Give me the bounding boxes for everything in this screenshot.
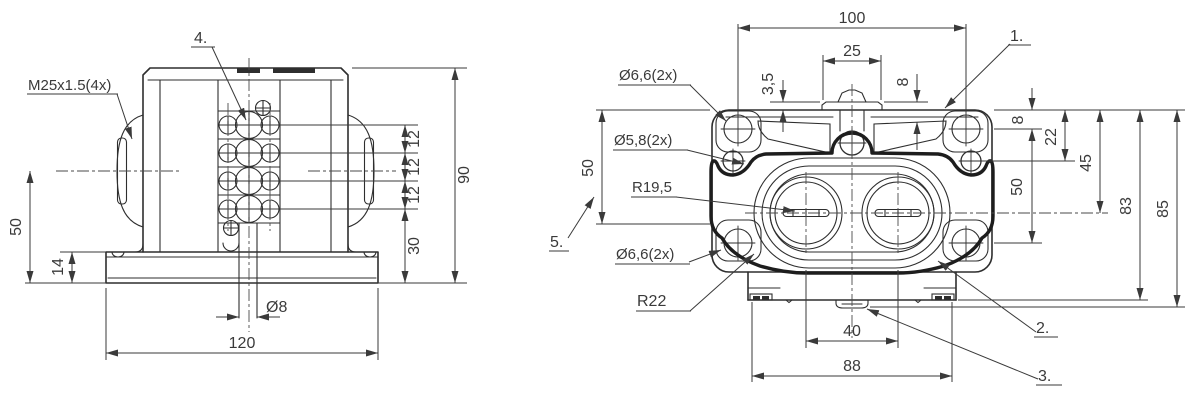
dim-pitch-12: 12 xyxy=(406,186,423,204)
dim-height-85: 85 xyxy=(1155,200,1172,218)
side-view: 100 25 3,5 8 8 22 45 50 83 85 50 40 88 Ø… xyxy=(549,10,1185,386)
front-centerlines xyxy=(56,58,396,332)
dim-feet-88: 88 xyxy=(843,358,861,375)
side-dimensions xyxy=(549,24,1185,386)
callout-item5: 5. xyxy=(550,234,563,251)
dim-depth-50: 50 xyxy=(580,159,597,177)
dim-bottom-30: 30 xyxy=(406,237,423,255)
callout-item3: 3. xyxy=(1038,368,1051,385)
dim-pitch-12: 12 xyxy=(406,130,423,148)
dim-width-120: 120 xyxy=(229,335,256,352)
callout-hole-66-bottom: Ø6,6(2x) xyxy=(616,246,674,263)
dim-step-8: 8 xyxy=(895,77,912,86)
bottom-tab xyxy=(835,299,869,309)
dim-base-14: 14 xyxy=(50,258,67,276)
pocket-left xyxy=(757,120,831,154)
dim-pitch-12: 12 xyxy=(406,158,423,176)
callout-hole-58: Ø5,8(2x) xyxy=(614,132,672,149)
front-dimensions xyxy=(25,46,467,360)
side-centerlines xyxy=(745,84,1108,338)
dim-width-100: 100 xyxy=(839,10,866,27)
front-view: M25x1.5(4x) 4. 50 14 120 Ø8 12 12 12 30 … xyxy=(8,30,473,360)
dim-center-45: 45 xyxy=(1078,154,1095,172)
pocket-right xyxy=(873,120,947,154)
callout-item2: 2. xyxy=(1036,320,1049,337)
front-body-outline xyxy=(105,67,379,284)
dim-tab-25: 25 xyxy=(843,43,861,60)
callout-r19-5: R19,5 xyxy=(632,179,672,196)
dim-edge-8: 8 xyxy=(1010,115,1027,124)
dim-height-50: 50 xyxy=(8,218,25,236)
dim-hole-d8: Ø8 xyxy=(266,299,287,316)
dim-centers-40: 40 xyxy=(843,323,861,340)
dim-height-83: 83 xyxy=(1118,197,1135,215)
dim-screw-22: 22 xyxy=(1043,128,1060,146)
callout-item4: 4. xyxy=(194,30,207,47)
callout-item1: 1. xyxy=(1010,28,1023,45)
dim-tab-height-3-5: 3,5 xyxy=(760,73,777,95)
top-seam-bar xyxy=(273,68,315,73)
side-housing-outline xyxy=(711,89,993,273)
dim-holes-50: 50 xyxy=(1009,178,1026,196)
callout-hole-66-top: Ø6,6(2x) xyxy=(619,67,677,84)
top-seam-bar xyxy=(237,68,260,73)
callout-thread: M25x1.5(4x) xyxy=(28,77,111,94)
callout-r22: R22 xyxy=(637,293,666,310)
dim-height-90: 90 xyxy=(456,166,473,184)
